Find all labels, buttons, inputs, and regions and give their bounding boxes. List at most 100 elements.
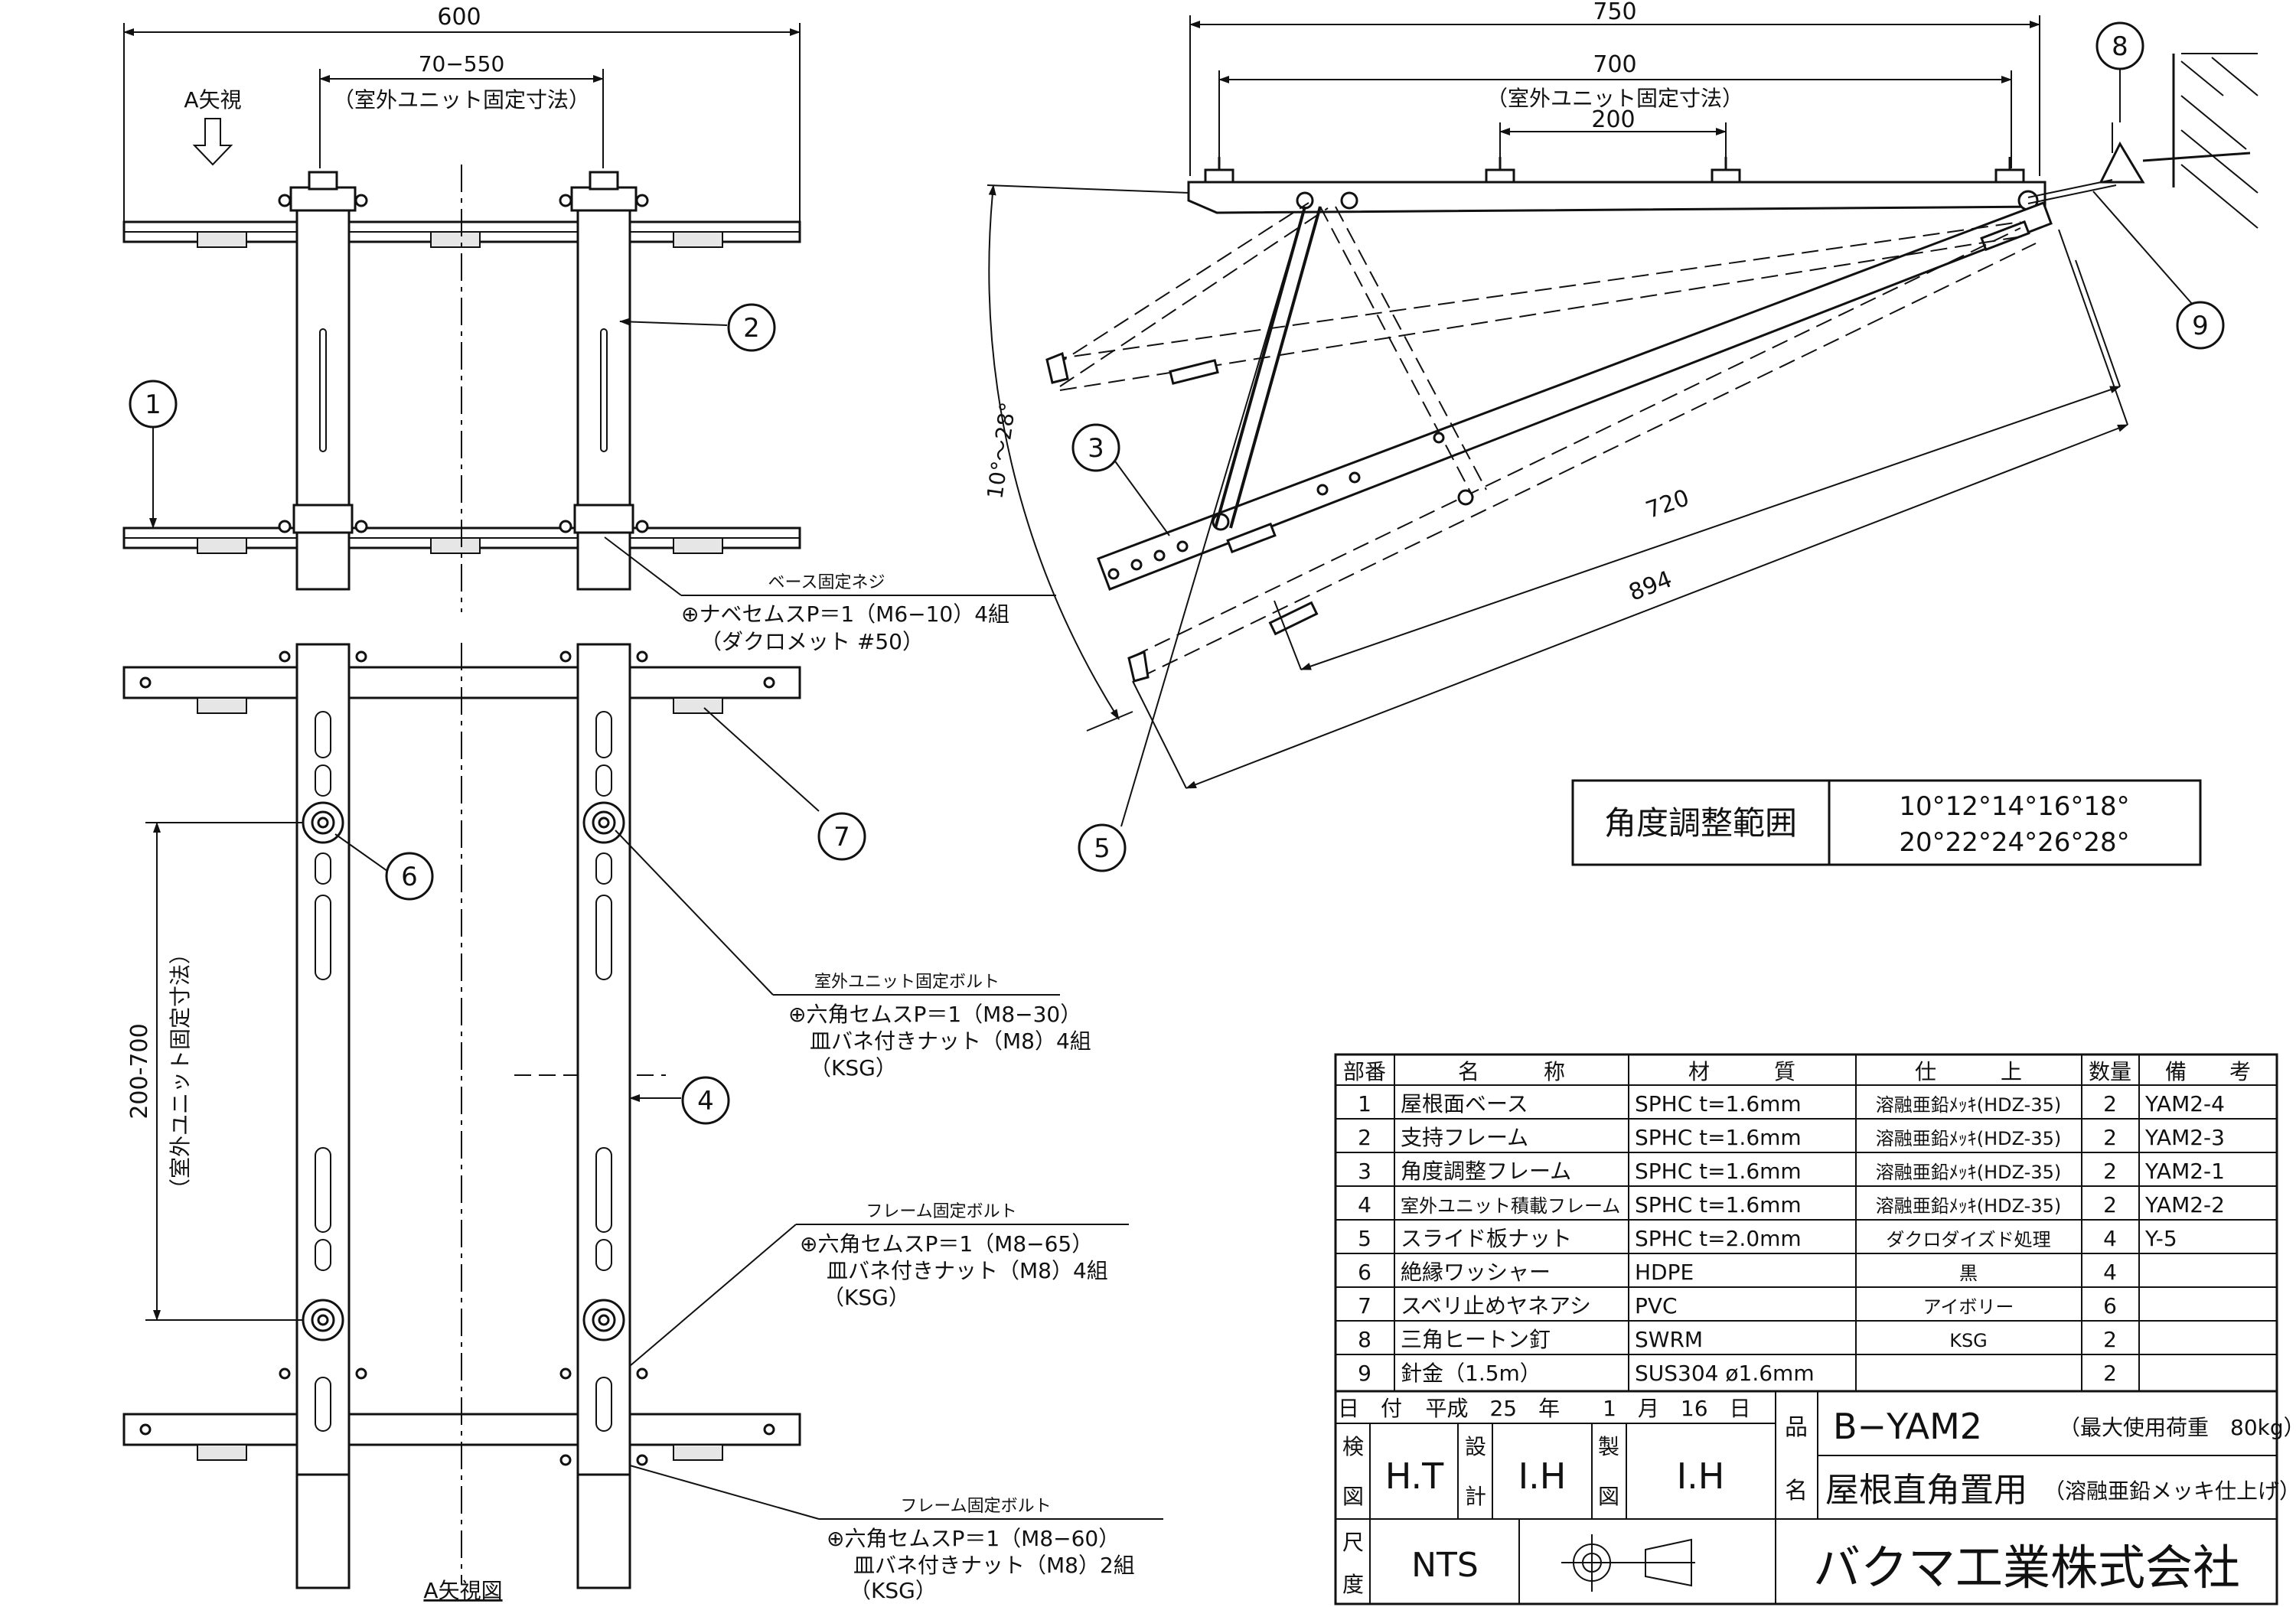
view-arrow-label: A矢視 (184, 87, 241, 112)
table-cell: 3 (1358, 1159, 1371, 1184)
balloons: 1 2 3 4 5 6 7 8 9 (129, 21, 2225, 1125)
unit-bolt-finish: （KSG） (810, 1055, 897, 1081)
base-screw-spec: ⊕ナベセムスP＝1（M6−10）4組 (681, 601, 1009, 627)
table-cell: SPHC t=1.6mm (1635, 1192, 1802, 1217)
check-value: H.T (1385, 1455, 1444, 1497)
design-value: I.H (1518, 1455, 1567, 1497)
dim-700-note: （室外ユニット固定寸法） (1486, 86, 1743, 111)
header-qty: 数量 (2089, 1059, 2131, 1084)
design-label-1: 設 (1465, 1434, 1486, 1459)
table-cell: HDPE (1635, 1260, 1694, 1285)
balloon-4: 4 (681, 1076, 730, 1125)
table-cell: アイボリー (1923, 1296, 2014, 1318)
table-cell: Y-5 (2144, 1226, 2177, 1251)
table-cell: 6 (1358, 1260, 1371, 1285)
svg-text:6: 6 (401, 862, 418, 892)
table-cell: SUS304 ø1.6mm (1635, 1361, 1815, 1386)
table-cell: SPHC t=1.6mm (1635, 1125, 1802, 1150)
table-cell: SPHC t=1.6mm (1635, 1159, 1802, 1184)
header-material: 材 質 (1688, 1059, 1795, 1084)
company-name: バクマ工業株式会社 (1813, 1540, 2240, 1596)
scale-value: NTS (1411, 1546, 1479, 1585)
angle-range: 10°〜28° (982, 400, 1020, 500)
frame-bolt-1-nut: 皿バネ付きナット（M8）4組 (827, 1258, 1108, 1283)
date-label: 日 付 (1338, 1396, 1402, 1421)
table-cell: KSG (1949, 1330, 1988, 1351)
product-code: B−YAM2 (1833, 1406, 1982, 1447)
table-cell: 溶融亜鉛ﾒｯｷ(HDZ-35) (1876, 1128, 2061, 1149)
table-cell: 1 (1358, 1091, 1371, 1116)
svg-text:5: 5 (1094, 833, 1110, 864)
product-finish: （溶融亜鉛メッキ仕上げ） (2043, 1478, 2296, 1504)
angle-table-row2: 20°22°24°26°28° (1899, 827, 2129, 858)
table-cell: 2 (2103, 1091, 2117, 1116)
unit-bolt-title: 室外ユニット固定ボルト (814, 973, 1000, 992)
balloon-7: 7 (817, 812, 866, 861)
base-screw-title: ベース固定ネジ (768, 573, 885, 592)
svg-text:4: 4 (697, 1086, 714, 1116)
dim-70-550-note: （室外ユニット固定寸法） (333, 87, 590, 112)
svg-text:2: 2 (743, 313, 760, 344)
frame-bolt-2-nut: 皿バネ付きナット（M8）2組 (853, 1553, 1135, 1578)
table-cell: 支持フレーム (1401, 1125, 1528, 1150)
table-cell: YAM2-3 (2144, 1125, 2225, 1150)
dim-200-700-note: （室外ユニット固定寸法） (168, 943, 193, 1200)
header-finish: 仕 上 (1915, 1059, 2022, 1084)
table-cell: SWRM (1635, 1327, 1703, 1352)
product-label-1: 品 (1785, 1414, 1808, 1441)
table-cell: 7 (1358, 1293, 1371, 1319)
front-view: 600 70−550 （室外ユニット固定寸法） A矢視 (122, 4, 1056, 654)
svg-text:7: 7 (833, 822, 850, 852)
dim-200-700: 200-700 (126, 1023, 153, 1119)
table-cell: 4 (2103, 1260, 2117, 1285)
design-label-2: 計 (1465, 1484, 1486, 1509)
dim-70-550: 70−550 (419, 51, 505, 77)
dim-700: 700 (1593, 51, 1636, 78)
table-cell: 角度調整フレーム (1401, 1159, 1571, 1184)
table-cell: 2 (2103, 1192, 2117, 1217)
table-cell: スベリ止めヤネアシ (1401, 1293, 1591, 1319)
table-cell: 4 (1358, 1192, 1371, 1217)
header-part-no: 部番 (1343, 1059, 1386, 1084)
table-cell: SPHC t=1.6mm (1635, 1091, 1802, 1116)
projection-symbol-icon (1561, 1534, 1695, 1592)
frame-bolt-2-spec: ⊕六角セムスP＝1（M8−60） (827, 1526, 1120, 1551)
scale-label-2: 度 (1342, 1572, 1364, 1597)
triangle-nail-icon (2099, 141, 2145, 184)
unit-bolt-nut: 皿バネ付きナット（M8）4組 (810, 1028, 1091, 1054)
product-label-2: 名 (1785, 1478, 1808, 1504)
draft-label-1: 製 (1598, 1434, 1619, 1459)
insulating-washer-icon (302, 801, 625, 1341)
table-cell: 2 (1358, 1125, 1371, 1150)
table-cell: 2 (2103, 1159, 2117, 1184)
scale-label-1: 尺 (1342, 1530, 1364, 1555)
balloon-1: 1 (129, 380, 178, 429)
balloon-9: 9 (2176, 301, 2225, 350)
title-block: 日 付 平成 25 年 1 月 16 日 検 図 H.T 設 計 I.H 製 図… (1334, 1390, 2296, 1605)
product-name: 屋根直角置用 (1825, 1471, 2027, 1510)
table-cell: 8 (1358, 1327, 1371, 1352)
angle-table-label: 角度調整範囲 (1604, 804, 1797, 842)
table-cell: 三角ヒートン釘 (1401, 1327, 1551, 1352)
balloon-8: 8 (2095, 21, 2144, 70)
table-cell: 溶融亜鉛ﾒｯｷ(HDZ-35) (1876, 1162, 2061, 1183)
table-cell: 6 (2103, 1293, 2117, 1319)
table-cell: 溶融亜鉛ﾒｯｷ(HDZ-35) (1876, 1094, 2061, 1116)
date-value: 平成 25 年 1 月 16 日 (1425, 1396, 1750, 1421)
dim-600: 600 (437, 4, 481, 31)
svg-text:8: 8 (2112, 31, 2128, 62)
dim-200: 200 (1591, 106, 1635, 133)
balloon-2: 2 (727, 303, 776, 352)
draft-value: I.H (1677, 1455, 1725, 1497)
view-arrow-icon (192, 118, 233, 166)
table-cell: スライド板ナット (1401, 1226, 1572, 1251)
balloon-5: 5 (1078, 823, 1127, 872)
balloon-3: 3 (1071, 423, 1120, 472)
table-cell: 2 (2103, 1125, 2117, 1150)
dim-894: 894 (1626, 566, 1676, 607)
base-screw-finish: （ダクロメット #50） (700, 629, 924, 654)
table-cell: YAM2-4 (2144, 1091, 2225, 1116)
table-cell: SPHC t=2.0mm (1635, 1226, 1802, 1251)
